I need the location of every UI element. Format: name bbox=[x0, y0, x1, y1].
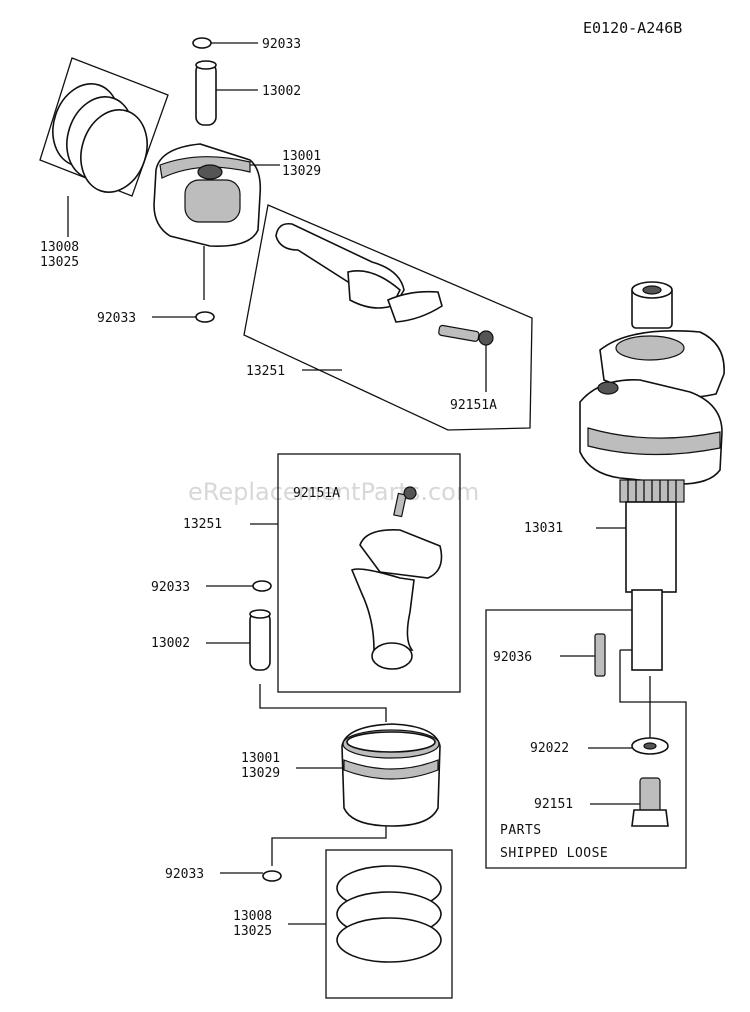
snap-ring-bottom-b bbox=[220, 870, 282, 882]
label-rings-bottom-2: 13025 bbox=[233, 924, 272, 939]
piston-rings-top bbox=[39, 57, 169, 237]
snap-ring-top-b bbox=[152, 311, 215, 323]
crankshaft bbox=[579, 281, 725, 671]
label-key: 92036 bbox=[493, 650, 532, 665]
label-rod-top: 13251 bbox=[246, 364, 285, 379]
label-snap-ring-bottom-b: 92033 bbox=[165, 867, 204, 882]
label-rings-top-2: 13025 bbox=[40, 255, 79, 270]
label-rings-bottom-1: 13008 bbox=[233, 909, 272, 924]
label-crankshaft: 13031 bbox=[524, 521, 563, 536]
snap-ring-bottom-a bbox=[206, 580, 272, 592]
label-rod-bolt-top: 92151A bbox=[450, 398, 497, 413]
label-bolt: 92151 bbox=[534, 797, 573, 812]
note-line-2: SHIPPED LOOSE bbox=[500, 846, 608, 861]
label-washer: 92022 bbox=[530, 741, 569, 756]
parts-shipped-loose-box bbox=[485, 609, 687, 869]
watermark: eReplacementParts.com bbox=[188, 478, 479, 506]
piston-bottom bbox=[271, 723, 441, 866]
label-rod-bolt-bottom: 92151A bbox=[293, 486, 340, 501]
label-piston-top-1: 13001 bbox=[282, 149, 321, 164]
label-pin-bottom: 13002 bbox=[151, 636, 190, 651]
label-rod-bottom: 13251 bbox=[183, 517, 222, 532]
connecting-rod-top bbox=[243, 204, 533, 431]
label-piston-bottom-2: 13029 bbox=[241, 766, 280, 781]
piston-pin-bottom bbox=[206, 609, 387, 722]
label-piston-top-2: 13029 bbox=[282, 164, 321, 179]
label-snap-ring-top-b: 92033 bbox=[97, 311, 136, 326]
label-rings-top-1: 13008 bbox=[40, 240, 79, 255]
label-snap-ring-top-a: 92033 bbox=[262, 37, 301, 52]
diagram-code: E0120-A246B bbox=[583, 19, 682, 37]
label-pin-top: 13002 bbox=[262, 84, 301, 99]
label-piston-bottom-1: 13001 bbox=[241, 751, 280, 766]
label-snap-ring-bottom-a: 92033 bbox=[151, 580, 190, 595]
piston-rings-bottom bbox=[288, 849, 453, 999]
snap-ring-top-a bbox=[192, 37, 258, 49]
piston-top bbox=[153, 143, 280, 300]
piston-pin-top bbox=[195, 60, 258, 126]
note-line-1: PARTS bbox=[500, 823, 542, 838]
connecting-rod-bottom bbox=[250, 453, 461, 693]
